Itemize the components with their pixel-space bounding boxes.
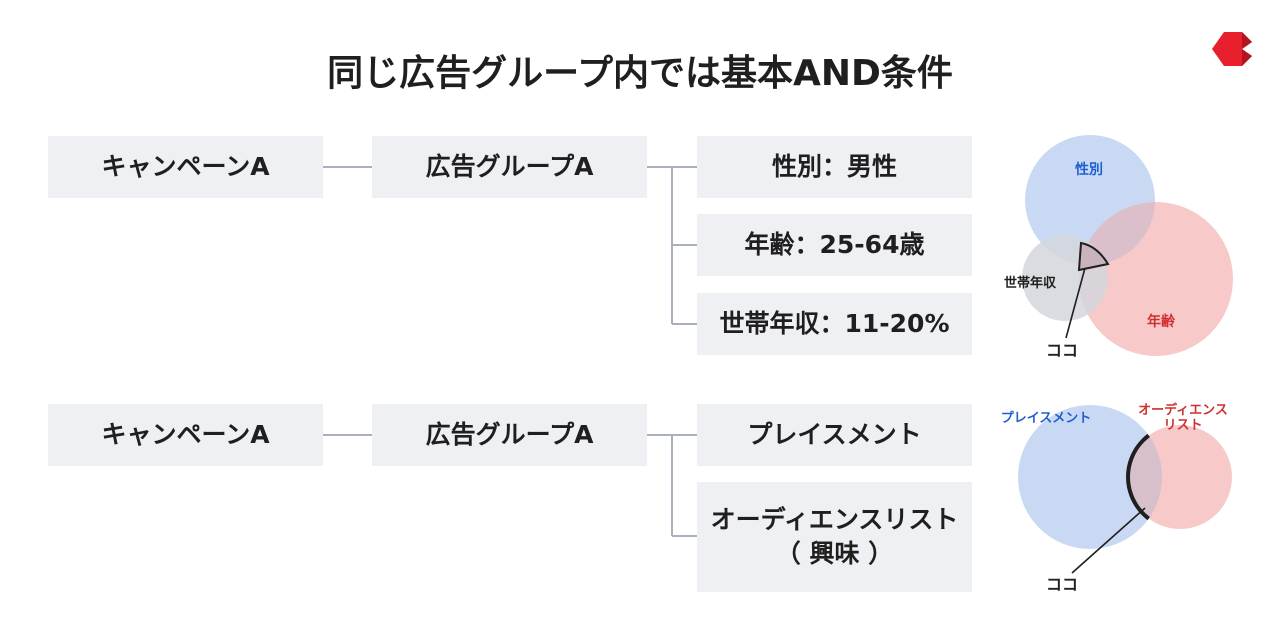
- condition-label: プレイスメント: [747, 420, 922, 450]
- venn-placement-audience: プレイスメント オーディエンス リスト ココ: [1001, 402, 1232, 594]
- ad-group-label: 広告グループA: [425, 420, 594, 450]
- condition-label: オーディエンスリスト: [710, 505, 959, 535]
- venn-label-audience-line2: リスト: [1163, 418, 1202, 433]
- ad-group-box: 広告グループA: [372, 136, 647, 198]
- venn-label-audience-line1: オーディエンス: [1138, 402, 1228, 418]
- condition-box-age: 年齢：25-64歳: [697, 214, 972, 276]
- condition-box-income: 世帯年収：11-20%: [697, 293, 972, 355]
- venn-intersection-outline: [1077, 241, 1110, 272]
- campaign-box: キャンペーンA: [48, 404, 323, 466]
- condition-label: 世帯年収：11-20%: [719, 309, 950, 339]
- condition-box-audience: オーディエンスリスト （ 興味 ）: [697, 482, 972, 592]
- venn-gender-age-income: 性別 年齢 世帯年収 ココ: [1004, 135, 1233, 360]
- campaign-box: キャンペーンA: [48, 136, 323, 198]
- campaign-label: キャンペーンA: [101, 152, 270, 182]
- venn-pointer-label: ココ: [1046, 341, 1078, 360]
- condition-box-gender: 性別：男性: [697, 136, 972, 198]
- venn-pointer-label: ココ: [1046, 575, 1078, 594]
- venn-label-gender: 性別: [1075, 161, 1103, 178]
- condition-box-placement: プレイスメント: [697, 404, 972, 466]
- brand-logo-icon: [1212, 32, 1252, 66]
- venn-label-age: 年齢: [1147, 313, 1176, 330]
- condition-sublabel: （ 興味 ）: [775, 539, 894, 568]
- venn-label-placement: プレイスメント: [1001, 411, 1092, 426]
- campaign-label: キャンペーンA: [101, 420, 270, 450]
- venn-circle-placement: [1018, 405, 1162, 549]
- ad-group-label: 広告グループA: [425, 152, 594, 182]
- condition-label: 年齢：25-64歳: [744, 230, 925, 260]
- condition-label: 性別：男性: [771, 152, 897, 182]
- page-title: 同じ広告グループ内では基本AND条件: [327, 53, 953, 94]
- ad-group-box: 広告グループA: [372, 404, 647, 466]
- venn-label-income: 世帯年収: [1004, 275, 1057, 291]
